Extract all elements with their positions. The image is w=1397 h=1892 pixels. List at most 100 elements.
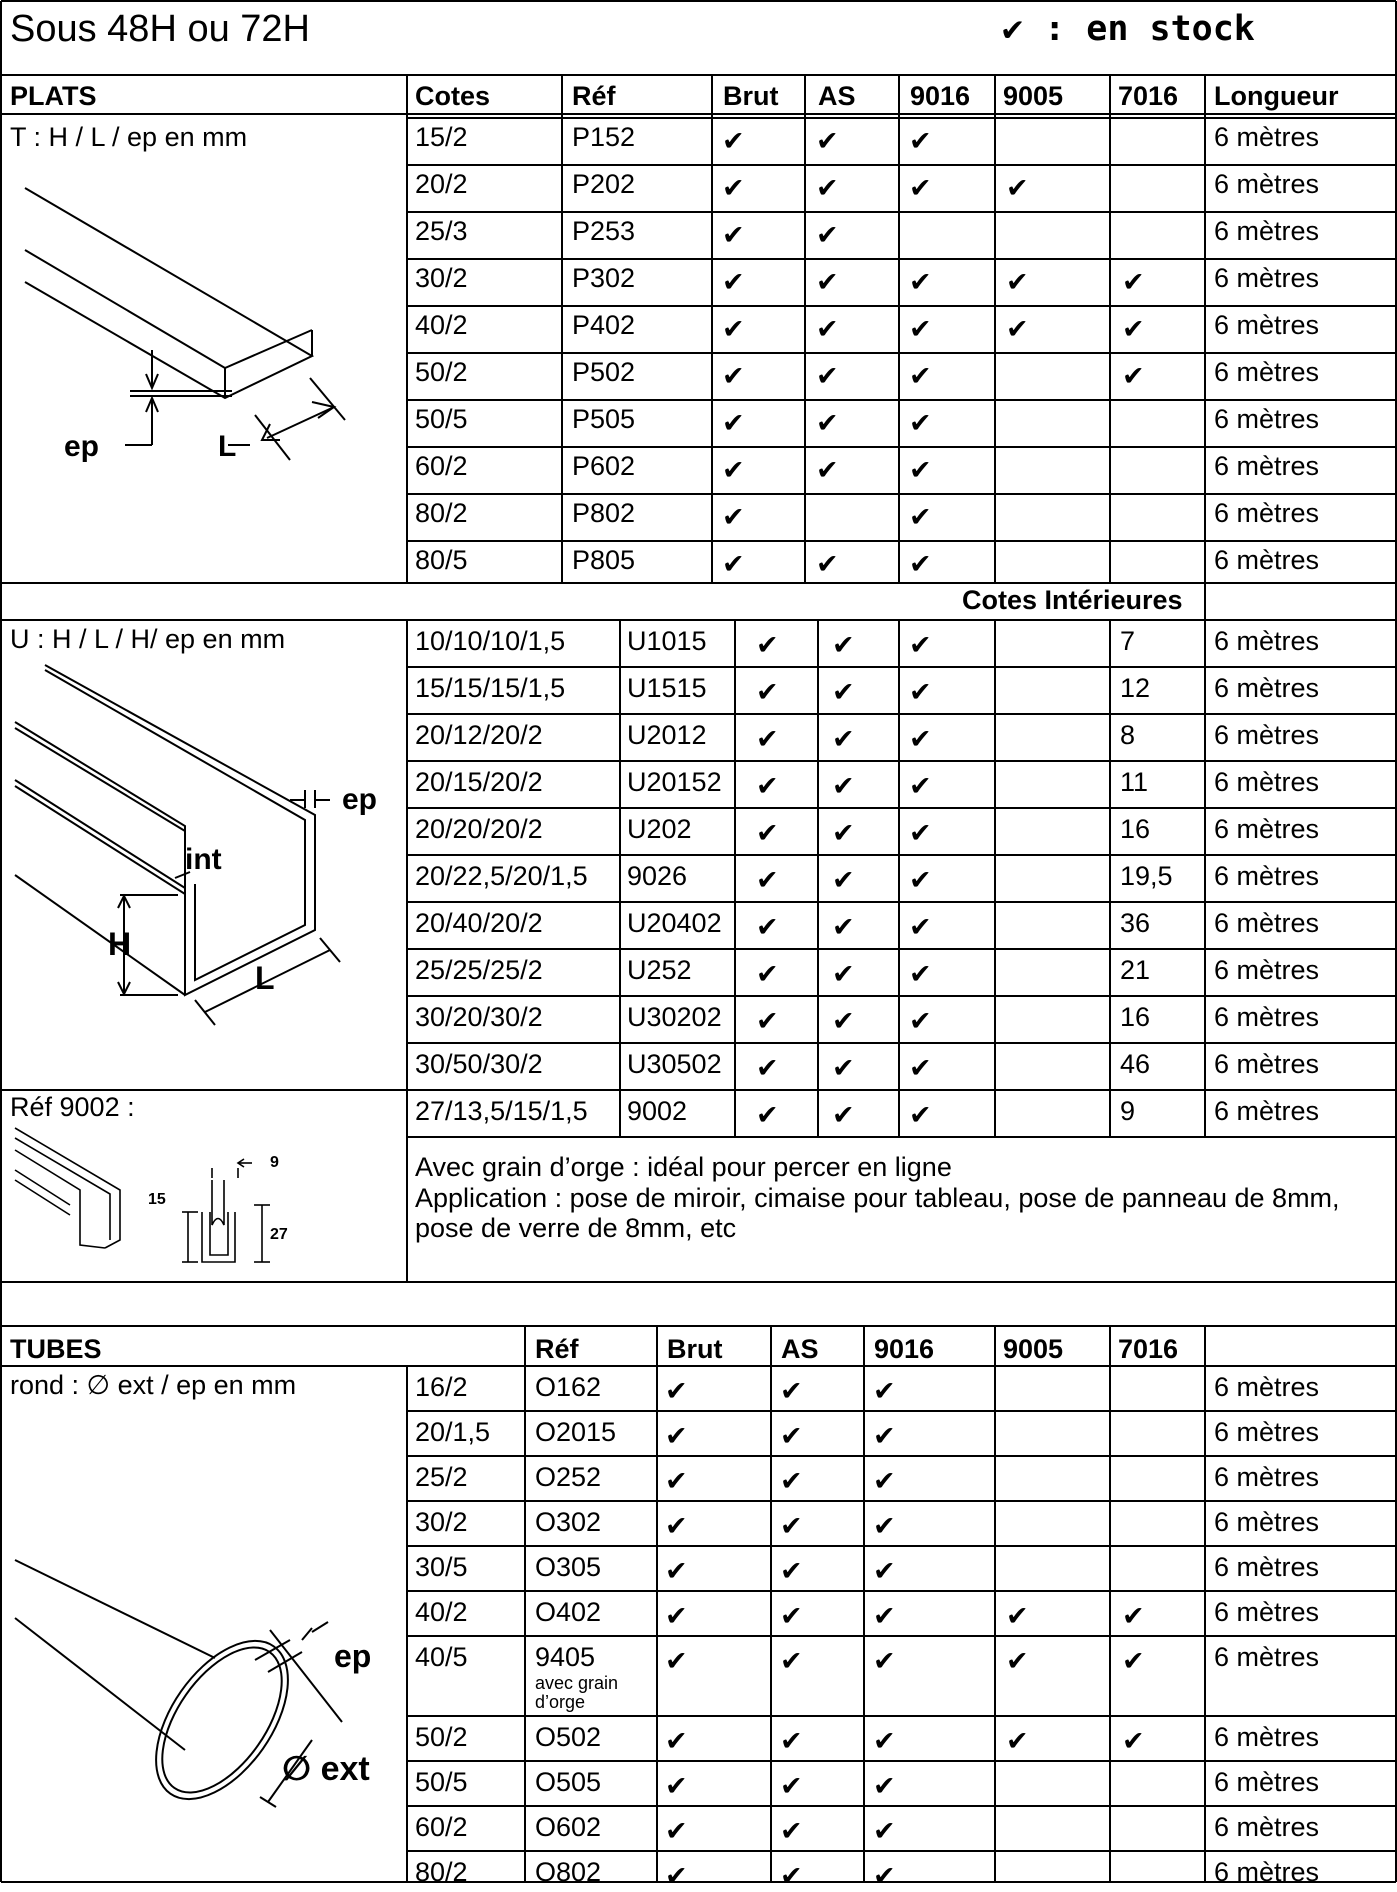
tubes-row-as-check: ✔	[780, 1816, 803, 1847]
tubes-row-longueur: 6 mètres	[1214, 1767, 1320, 1797]
u-row-9016-check: ✔	[909, 1006, 932, 1037]
ref9002-diagram-label-15: 15	[148, 1191, 166, 1208]
tubes-row-brut-check: ✔	[665, 1601, 688, 1632]
plats-diagram-label-ep: ep	[64, 430, 100, 463]
u-row-brut-check: ✔	[756, 630, 779, 661]
plats-row-9016-check: ✔	[909, 126, 932, 157]
u-row-brut-check: ✔	[756, 912, 779, 943]
tubes-row-9005-check: ✔	[1006, 1601, 1029, 1632]
tubes-header-as: AS	[781, 1334, 819, 1364]
plats-row-longueur: 6 mètres	[1214, 498, 1320, 528]
tubes-row-as-check: ✔	[780, 1421, 803, 1452]
u-row-9016-check: ✔	[909, 865, 932, 896]
tube-diagram-label-ep: ep	[334, 1638, 372, 1674]
tubes-header-brut: Brut	[667, 1334, 723, 1364]
plats-row-ref: P502	[572, 357, 636, 387]
u-row-longueur: 6 mètres	[1214, 767, 1320, 797]
tubes-row-as-check: ✔	[780, 1861, 803, 1892]
u-row-ref: 9026	[627, 861, 688, 891]
tubes-row-cote: 50/5	[415, 1767, 468, 1797]
plats-row-ref: P202	[572, 169, 636, 199]
u-row-interieure: 12	[1120, 673, 1151, 703]
ref9002-row-interieure: 9	[1120, 1096, 1136, 1126]
tubes-row-ref: O162	[535, 1372, 602, 1402]
u-row-interieure: 7	[1120, 626, 1136, 656]
tubes-row-longueur: 6 mètres	[1214, 1372, 1320, 1402]
u-row-9016-check: ✔	[909, 818, 932, 849]
plats-header-ref: Réf	[572, 81, 616, 111]
tubes-row-brut-check: ✔	[665, 1646, 688, 1677]
u-row-as-check: ✔	[832, 630, 855, 661]
u-row-interieure: 19,5	[1120, 861, 1173, 891]
u-row-as-check: ✔	[832, 912, 855, 943]
ref9002-row-brut-check: ✔	[756, 1100, 779, 1131]
u-row-longueur: 6 mètres	[1214, 1049, 1320, 1079]
plats-description: T : H / L / ep en mm	[10, 122, 248, 152]
ref9002-row-as-check: ✔	[832, 1100, 855, 1131]
plats-row-ref: P402	[572, 310, 636, 340]
u-row-cote: 20/40/20/2	[415, 908, 543, 938]
tubes-row-ref: O2015	[535, 1417, 617, 1447]
plats-row-cote: 20/2	[415, 169, 468, 199]
tube-diagram-label-ext: ∅ ext	[282, 1750, 370, 1788]
tubes-row-brut-check: ✔	[665, 1771, 688, 1802]
plats-row-brut-check: ✔	[722, 126, 745, 157]
tubes-row-longueur: 6 mètres	[1214, 1722, 1320, 1752]
plats-row-9016-check: ✔	[909, 408, 932, 439]
u-row-interieure: 16	[1120, 1002, 1151, 1032]
ref9002-diagram-label-27: 27	[270, 1226, 288, 1243]
tubes-row-9005-check: ✔	[1006, 1646, 1029, 1677]
u-row-longueur: 6 mètres	[1214, 626, 1320, 656]
tubes-row-ref: O505	[535, 1767, 602, 1797]
tubes-row-brut-check: ✔	[665, 1421, 688, 1452]
plats-row-7016-check: ✔	[1122, 267, 1145, 298]
tubes-row-cote: 80/2	[415, 1857, 468, 1887]
u-row-as-check: ✔	[832, 865, 855, 896]
ref9002-note-line-1: Avec grain d’orge : idéal pour percer en…	[415, 1152, 952, 1182]
plats-row-9005-check: ✔	[1006, 173, 1029, 204]
tubes-row-9016-check: ✔	[873, 1511, 896, 1542]
u-row-cote: 15/15/15/1,5	[415, 673, 566, 703]
tubes-row-9016-check: ✔	[873, 1601, 896, 1632]
plats-row-as-check: ✔	[816, 455, 839, 486]
u-row-cote: 10/10/10/1,5	[415, 626, 566, 656]
plats-row-cote: 15/2	[415, 122, 468, 152]
tubes-header-title: TUBES	[10, 1334, 102, 1364]
tubes-row-9016-check: ✔	[873, 1771, 896, 1802]
u-row-9016-check: ✔	[909, 959, 932, 990]
plats-row-brut-check: ✔	[722, 455, 745, 486]
tubes-row-ref: O802	[535, 1857, 602, 1887]
u-diagram-label-int: int	[185, 843, 222, 876]
plats-row-9005-check: ✔	[1006, 314, 1029, 345]
plats-row-longueur: 6 mètres	[1214, 263, 1320, 293]
tubes-row-9016-check: ✔	[873, 1861, 896, 1892]
tubes-row-brut-check: ✔	[665, 1511, 688, 1542]
plats-row-brut-check: ✔	[722, 502, 745, 533]
plats-header-as: AS	[818, 81, 856, 111]
u-row-interieure: 46	[1120, 1049, 1151, 1079]
tubes-row-9016-check: ✔	[873, 1646, 896, 1677]
tubes-row-ref: O502	[535, 1722, 602, 1752]
plats-header-brut: Brut	[723, 81, 779, 111]
tubes-row-brut-check: ✔	[665, 1556, 688, 1587]
u-row-as-check: ✔	[832, 771, 855, 802]
u-row-ref: U1015	[627, 626, 707, 656]
u-row-brut-check: ✔	[756, 1053, 779, 1084]
plats-row-brut-check: ✔	[722, 220, 745, 251]
tubes-row-9016-check: ✔	[873, 1816, 896, 1847]
tubes-row-7016-check: ✔	[1122, 1726, 1145, 1757]
u-row-longueur: 6 mètres	[1214, 814, 1320, 844]
plats-row-ref: P802	[572, 498, 636, 528]
u-row-as-check: ✔	[832, 959, 855, 990]
u-row-brut-check: ✔	[756, 865, 779, 896]
ref9002-row-9016-check: ✔	[909, 1100, 932, 1131]
u-row-brut-check: ✔	[756, 1006, 779, 1037]
u-row-longueur: 6 mètres	[1214, 955, 1320, 985]
stock-legend: ✔ : en stock	[1002, 9, 1255, 49]
plats-header-9005: 9005	[1003, 81, 1064, 111]
tubes-row-longueur: 6 mètres	[1214, 1642, 1320, 1672]
plats-row-9016-check: ✔	[909, 549, 932, 580]
u-row-as-check: ✔	[832, 677, 855, 708]
tubes-row-9016-check: ✔	[873, 1726, 896, 1757]
